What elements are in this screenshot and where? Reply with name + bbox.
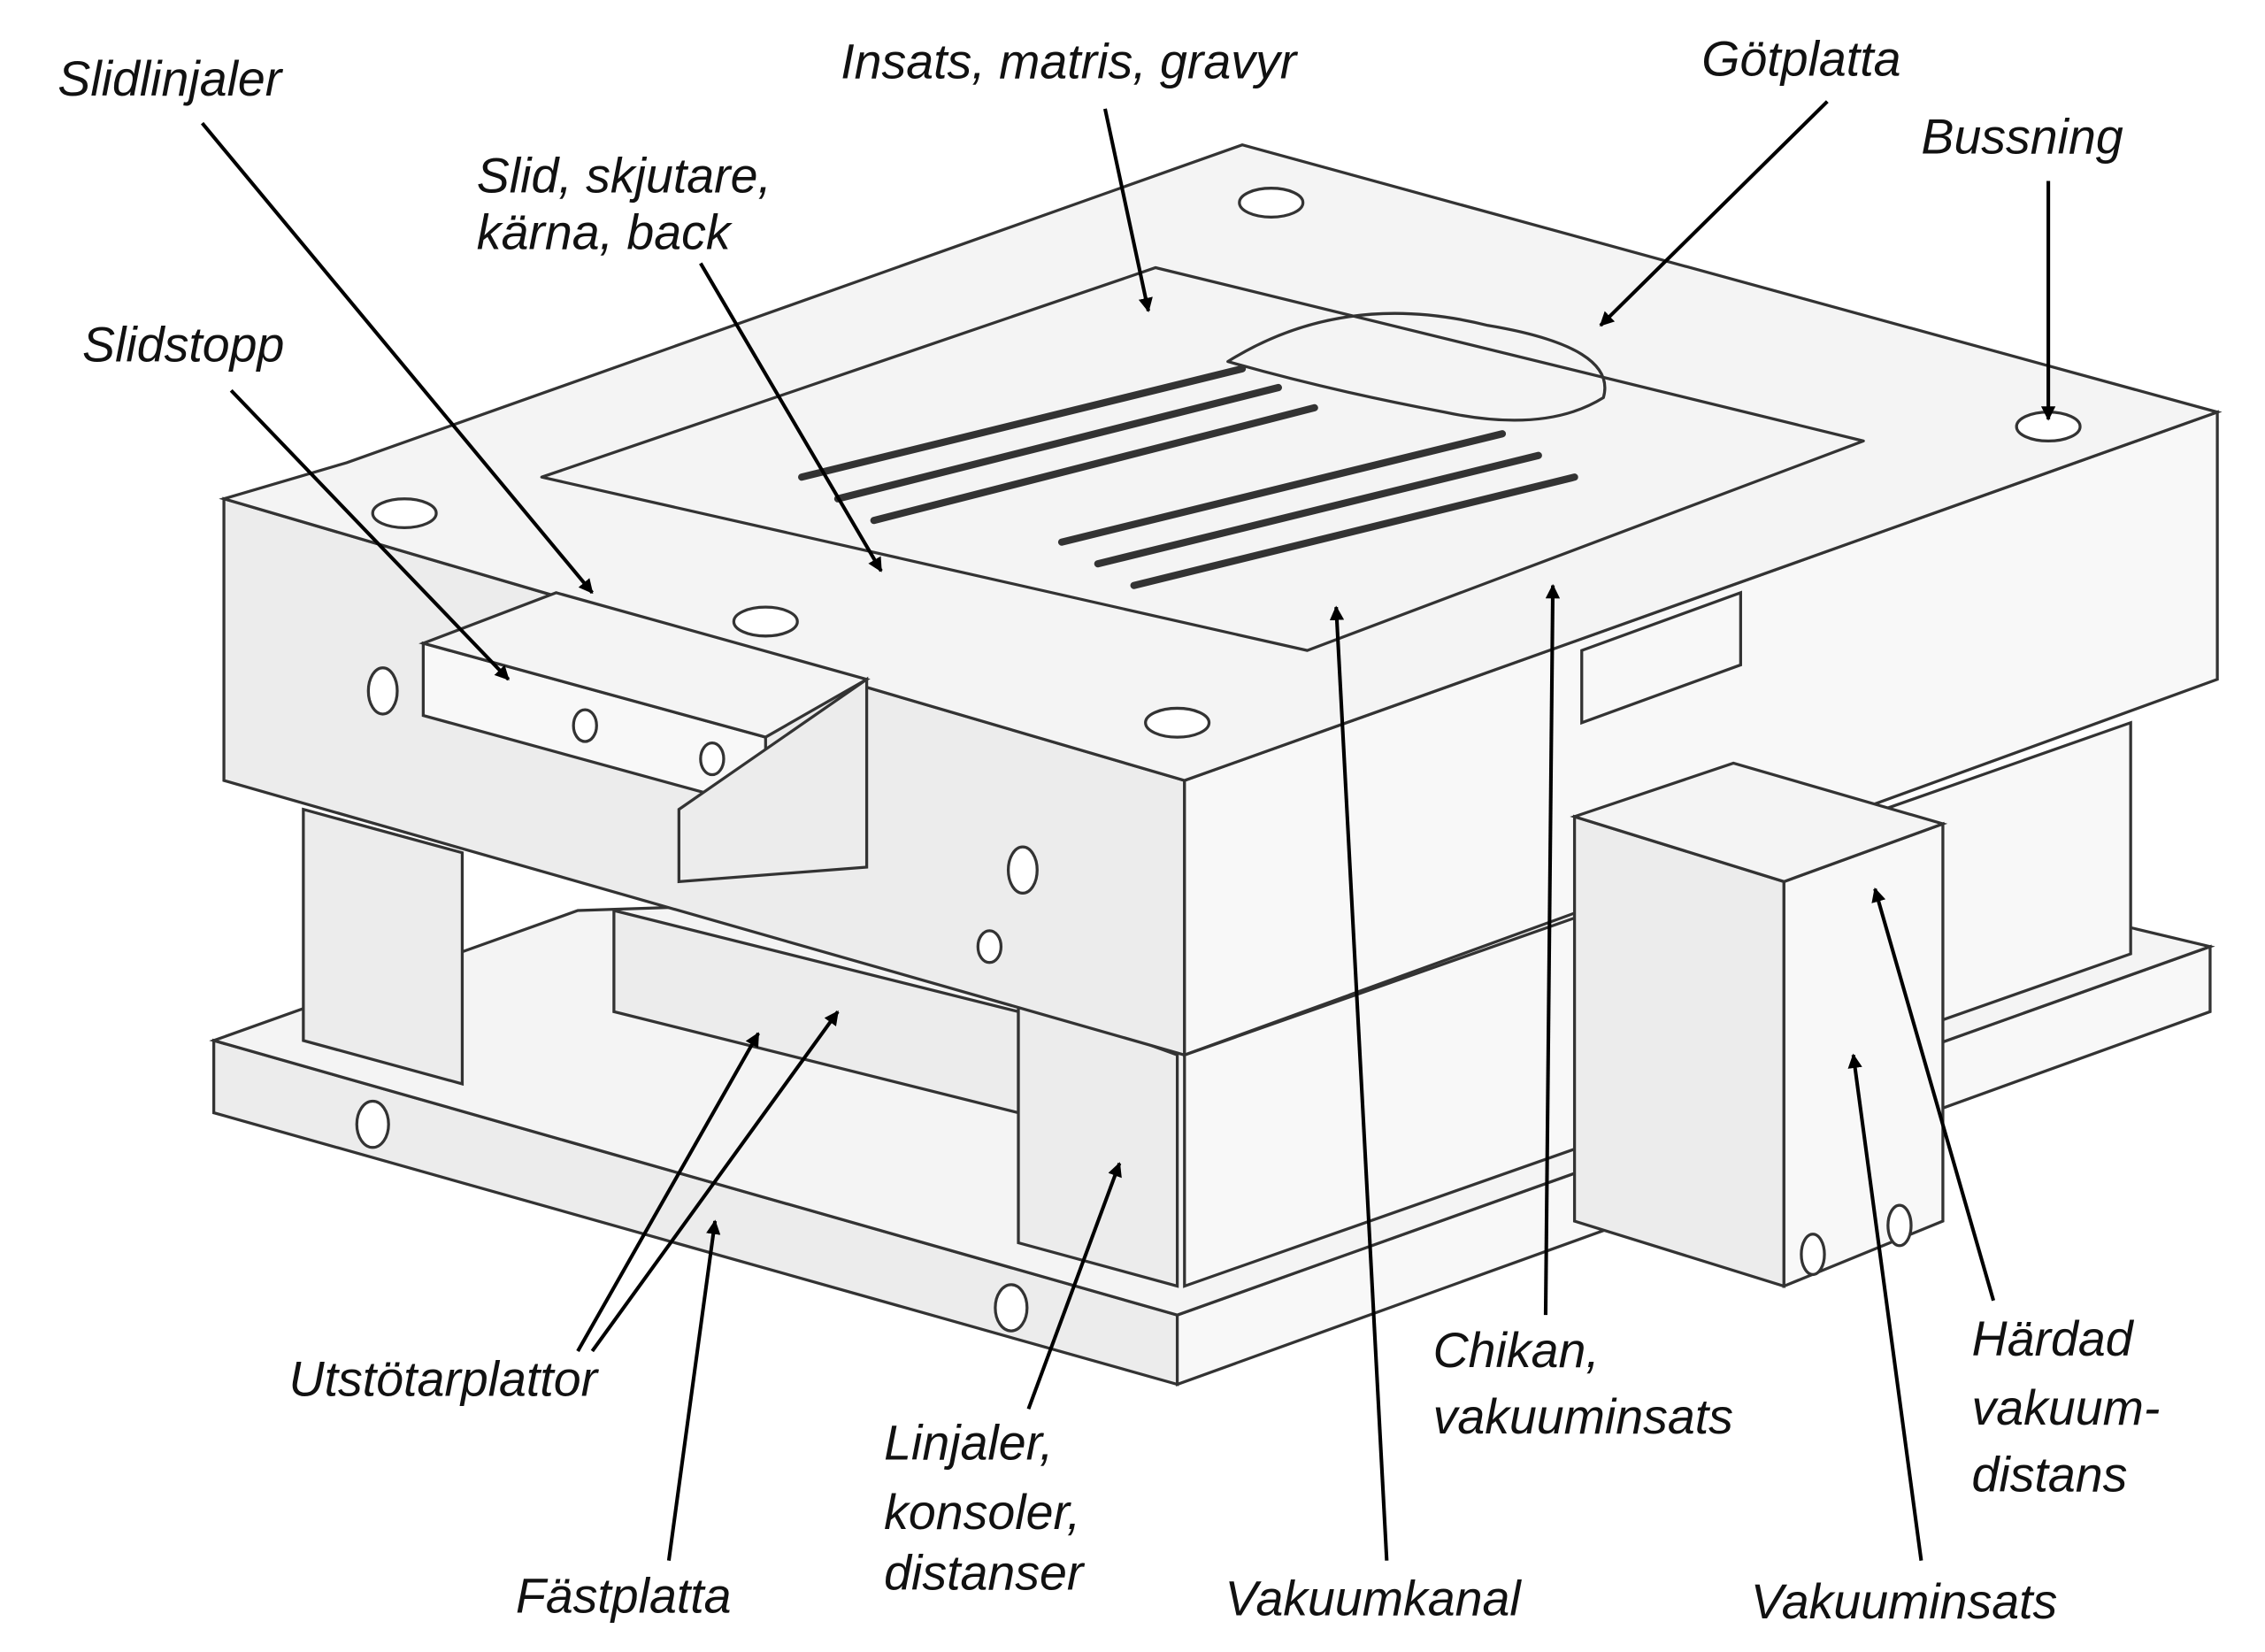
hole [366,666,399,716]
label-fastplatta: Fästplatta [516,1568,732,1623]
vacuum-spacer-top [1570,761,1948,884]
vacuum-spacer-front [1572,814,1785,1288]
arrow-hardad [1871,887,1996,1302]
hole [732,605,799,638]
slide-body [677,676,869,884]
label-bussning: Bussning [1921,110,2123,165]
spacer-left [302,807,465,1087]
label-linjaler-3: distanser [884,1545,1086,1600]
label-utstotarplattor: Utstötarplattor [289,1352,600,1407]
arrow-insats [1102,108,1153,313]
arrow-gotplatta [1599,100,1829,327]
hole [976,929,1003,964]
labels: Slidlinjaler Insats, matris, gravyr Götp… [58,31,2160,1629]
hole [994,1283,1029,1333]
arrow-vakuuminsats [1847,1053,1923,1561]
arrow-slidlinjaler [201,121,594,595]
runner-slots [798,365,1578,589]
bushing-hole [1144,706,1211,739]
label-vakuumkanal: Vakuumkanal [1225,1571,1522,1626]
vacuum-bracket [1580,590,1742,726]
main-block-top [219,142,2223,782]
hole [1006,845,1039,895]
label-hardad-2: vakuum- [1972,1380,2161,1435]
label-hardad-3: distans [1972,1447,2128,1502]
hole [355,1099,390,1149]
arrow-linjaler [1026,1162,1122,1410]
label-linjaler-1: Linjaler, [884,1415,1053,1470]
label-slid-1: Slid, skjutare, [477,149,772,204]
arrow-slid [699,262,883,572]
hole [1886,1203,1913,1248]
hole [699,741,726,777]
label-gotplatta: Götplatta [1701,31,1900,86]
arrow-chikan [1543,584,1561,1316]
label-slidstopp: Slidstopp [82,318,284,373]
label-chikan-1: Chikan, [1433,1323,1600,1378]
arrow-utstotarplattor-2 [590,1010,840,1353]
hole [1800,1233,1826,1277]
label-chikan-2: vakuuminsats [1433,1389,1733,1444]
label-vakuuminsats: Vakuuminsats [1751,1574,2058,1629]
cavity-insert [540,265,1865,652]
mold-drawing [209,142,2223,1387]
label-linjaler-2: konsoler, [884,1485,1080,1540]
arrow-slidstopp [229,388,511,681]
hole [572,708,598,743]
label-insats: Insats, matris, gravyr [841,35,1299,89]
bushing-hole [1238,187,1305,219]
arrow-utstotarplattor-1 [576,1032,760,1352]
label-slid-2: kärna, back [477,204,733,259]
label-slidlinjaler: Slidlinjaler [58,51,283,106]
bushing-hole [371,497,438,529]
arrow-fastplatta [666,1219,721,1561]
vacuum-spacer-right [1782,821,1945,1288]
arrow-vakuumkanal [1329,605,1389,1561]
leader-arrows [201,100,2056,1561]
sprue-plate [1226,311,1607,422]
label-hardad-1: Härdad [1972,1311,2135,1366]
